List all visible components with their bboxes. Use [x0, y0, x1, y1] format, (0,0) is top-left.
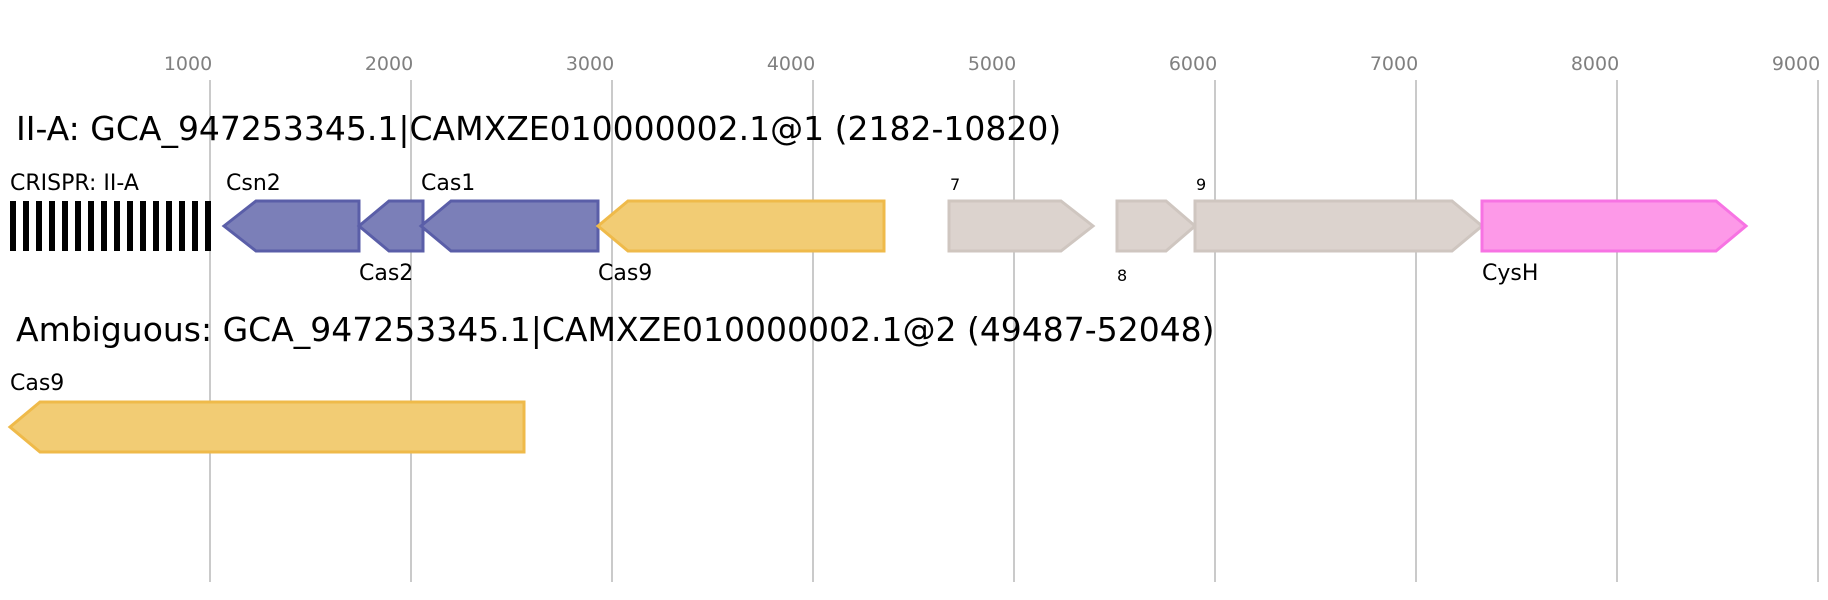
- crispr-repeat: [75, 201, 81, 251]
- crispr-repeat: [153, 201, 159, 251]
- gene-label-7: 7: [950, 175, 960, 194]
- gene-label-csn2: Csn2: [226, 171, 281, 196]
- crispr-repeat: [179, 201, 185, 251]
- gene-arrow-csn2: [221, 199, 361, 253]
- crispr-repeat: [10, 201, 16, 251]
- crispr-repeat: [23, 201, 29, 251]
- gene-label-8: 8: [1117, 266, 1127, 285]
- region-2: Ambiguous: GCA_947253345.1|CAMXZE0100000…: [7, 310, 1215, 454]
- crispr-label: CRISPR: II-A: [10, 171, 139, 196]
- gene-arrow-8: [1115, 199, 1198, 253]
- crispr-repeat: [127, 201, 133, 251]
- crispr-repeat: [205, 201, 211, 251]
- tick-label: 5000: [968, 53, 1016, 75]
- gene-label-cas1: Cas1: [421, 171, 475, 196]
- tick-label: 3000: [566, 53, 614, 75]
- crispr-repeat: [88, 201, 94, 251]
- tick-label: 7000: [1370, 53, 1418, 75]
- tick-label: 9000: [1772, 53, 1820, 75]
- crispr-repeat: [36, 201, 42, 251]
- tick-label: 6000: [1169, 53, 1217, 75]
- gene-label-cas9: Cas9: [10, 371, 64, 396]
- gene-arrow-cas9: [7, 400, 526, 454]
- crispr-repeat: [101, 201, 107, 251]
- axis-ticks: 1000 2000 3000 4000 5000 6000 7000 8000 …: [164, 53, 1820, 75]
- gene-label-cas9: Cas9: [598, 261, 652, 286]
- crispr-array: [10, 201, 211, 251]
- gene-arrow-cas1: [418, 199, 600, 253]
- crispr-repeat: [49, 201, 55, 251]
- crispr-repeat: [192, 201, 198, 251]
- crispr-repeat: [166, 201, 172, 251]
- tick-label: 8000: [1571, 53, 1619, 75]
- tick-label: 2000: [365, 53, 413, 75]
- gene-arrow-7: [947, 199, 1096, 253]
- gene-label-cysh: CysH: [1482, 261, 1538, 286]
- gene-label-cas2: Cas2: [359, 261, 413, 286]
- region-title: II-A: GCA_947253345.1|CAMXZE010000002.1@…: [16, 109, 1061, 148]
- gene-arrow-cysh: [1480, 199, 1749, 253]
- gene-arrow-9: [1193, 199, 1485, 253]
- crispr-repeat: [62, 201, 68, 251]
- crispr-repeat: [114, 201, 120, 251]
- tick-label: 4000: [767, 53, 815, 75]
- tick-label: 1000: [164, 53, 212, 75]
- gene-arrow-cas9: [595, 199, 886, 253]
- gene-label-9: 9: [1196, 175, 1206, 194]
- axis-grid: [209, 80, 1819, 582]
- region-1: II-A: GCA_947253345.1|CAMXZE010000002.1@…: [10, 109, 1749, 286]
- gene-arrow-cas2: [356, 199, 425, 253]
- region-title: Ambiguous: GCA_947253345.1|CAMXZE0100000…: [16, 310, 1215, 349]
- crispr-repeat: [140, 201, 146, 251]
